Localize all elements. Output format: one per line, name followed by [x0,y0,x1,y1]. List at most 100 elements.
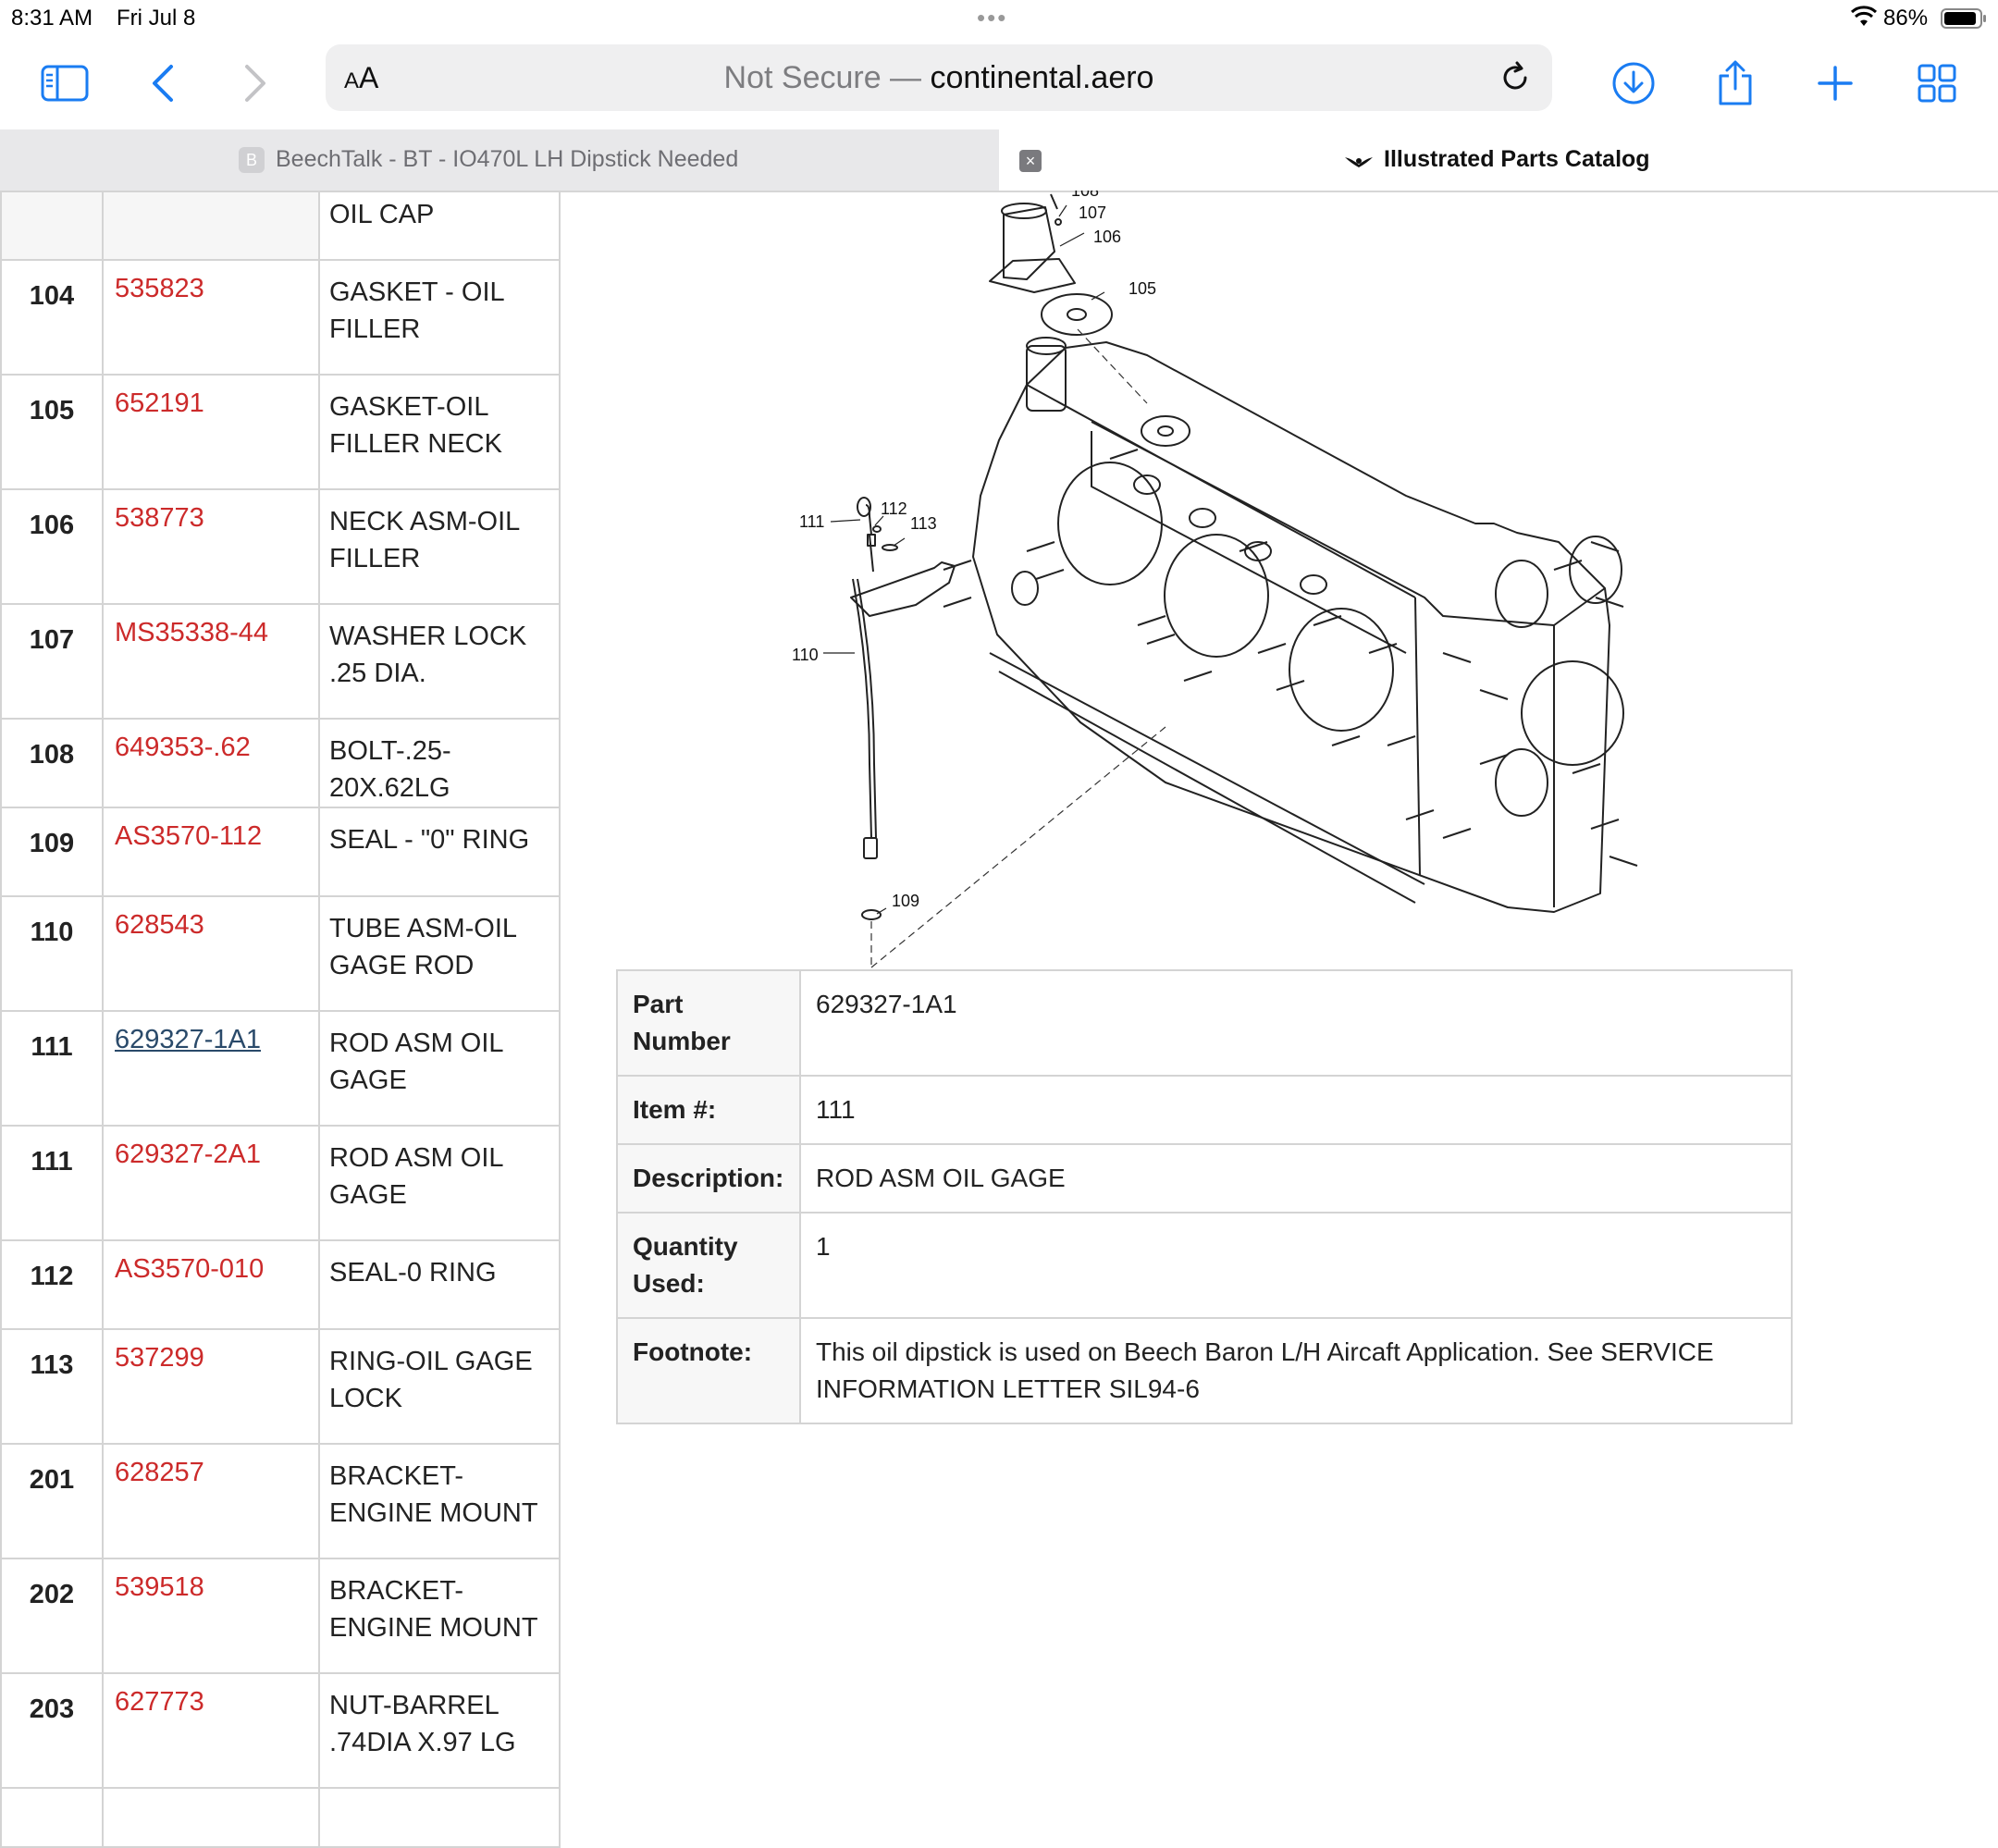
bolt-part[interactable] [1050,193,1058,210]
table-row: Quantity Used: 1 [616,1212,1793,1319]
part-number-link[interactable]: 627773 [115,1687,204,1717]
table-row: 110 628543 TUBE ASM-OIL GAGE ROD [0,895,561,1012]
part-detail-table: Part Number 629327-1A1 Item #: 111 Descr… [616,969,1793,1424]
tab-beechtalk[interactable]: B BeechTalk - BT - IO470L LH Dipstick Ne… [0,129,999,191]
item-number: 203 [0,1672,104,1789]
cylinder-bore [1289,608,1394,732]
tab-illustrated-parts-catalog[interactable]: × Illustrated Parts Catalog [999,129,1998,191]
download-icon[interactable] [1606,55,1661,111]
part-description: NUT-BARREL .74DIA X.97 LG [318,1672,561,1789]
part-number-link-selected[interactable]: 629327-1A1 [115,1025,262,1054]
part-number-link[interactable]: 652191 [115,388,204,418]
description-label: Description: [616,1143,801,1214]
part-number-link[interactable]: 538773 [115,503,204,533]
part-description: ROD ASM OIL GAGE [318,1010,561,1127]
part-number-link[interactable]: MS35338-44 [115,618,269,647]
tab-overview-icon[interactable] [1909,55,1965,111]
reader-text-size-button[interactable]: AA [344,61,379,94]
part-number-value: 629327-1A1 [799,969,1793,1077]
part-description: TUBE ASM-OIL GAGE ROD [318,895,561,1012]
item-number: 109 [0,807,104,897]
tube-bracket [850,561,956,617]
part-number-link[interactable]: 649353-.62 [115,733,251,762]
url-domain: continental.aero [930,60,1154,95]
callout-label: 113 [910,514,937,533]
oil-gage-tube-part[interactable] [852,578,872,839]
tab-title: Illustrated Parts Catalog [1384,146,1650,172]
part-number [102,191,320,261]
callout-label: 108 [1071,191,1099,200]
part-description: ROD ASM OIL GAGE [318,1125,561,1241]
item-number: 106 [0,488,104,605]
seal-o-ring-part[interactable] [872,525,882,533]
part-number-label: Part Number [616,969,801,1077]
new-tab-icon[interactable] [1807,55,1863,111]
multitasking-dots-icon[interactable]: ••• [977,4,1008,31]
status-date: Fri Jul 8 [117,6,196,31]
part-number-link[interactable]: AS3570-112 [115,821,263,851]
cylinder-bore [1495,560,1548,628]
cylinder-bore [1495,748,1548,817]
close-tab-icon[interactable]: × [1019,150,1042,172]
table-row: 203 627773 NUT-BARREL .74DIA X.97 LG [0,1672,561,1789]
table-row [0,1787,561,1848]
battery-icon [1941,8,1986,29]
exploded-parts-diagram[interactable]: 108 107 106 105 111 112 113 110 109 [592,191,1758,977]
back-icon[interactable] [135,55,191,111]
reload-icon[interactable] [1497,59,1534,96]
forward-icon[interactable] [228,55,283,111]
item-number [0,191,104,261]
status-time: 8:31 AM [11,6,93,31]
part-number-link[interactable]: 628257 [115,1458,204,1487]
item-number: 105 [0,374,104,490]
item-number: 104 [0,259,104,376]
oil-filler-gasket-hole [1067,308,1087,321]
part-number-link[interactable]: 535823 [115,274,204,303]
callout-label: 109 [892,892,919,910]
sidebar-icon[interactable] [37,55,92,111]
part-description: BRACKET-ENGINE MOUNT [318,1558,561,1674]
oil-gage-rod-part[interactable] [865,504,872,536]
lock-washer-part[interactable] [1054,218,1062,226]
oil-filler-neck-flange [989,258,1076,293]
part-description: GASKET-OIL FILLER NECK [318,374,561,490]
wifi-icon [1850,6,1878,26]
footnote-value: This oil dipstick is used on Beech Baron… [799,1317,1793,1424]
part-description: BRACKET-ENGINE MOUNT [318,1443,561,1559]
item-number: 110 [0,895,104,1012]
o-ring-seal-part[interactable] [861,909,882,920]
part-description: RING-OIL GAGE LOCK [318,1328,561,1445]
quantity-value: 1 [799,1212,1793,1319]
part-number-link[interactable]: AS3570-010 [115,1254,265,1284]
share-icon[interactable] [1708,55,1763,111]
status-bar: 8:31 AM Fri Jul 8 ••• 86% [0,0,1998,39]
table-row: OIL CAP [0,191,561,261]
oil-filler-gasket-part[interactable] [1041,293,1113,336]
crankcase-assembly [943,337,1638,913]
part-number-link[interactable]: 539518 [115,1572,204,1602]
callout-label: 110 [792,646,819,664]
part-number-link[interactable]: 629327-2A1 [115,1140,262,1169]
part-description: WASHER LOCK .25 DIA. [318,603,561,720]
cylinder-bore [1521,660,1624,766]
url-display[interactable]: Not Secure — continental.aero [326,60,1552,96]
oil-filler-neck-part[interactable] [1003,206,1055,280]
oil-gage-lock-ring-part[interactable] [882,544,898,551]
part-number-link[interactable]: 537299 [115,1343,204,1373]
footnote-label: Footnote: [616,1317,801,1424]
part-description: BOLT-.25-20X.62LG [318,718,561,808]
callout-label: 107 [1079,203,1106,222]
part-number-link[interactable]: 628543 [115,910,204,940]
table-row: 105 652191 GASKET-OIL FILLER NECK [0,374,561,490]
not-secure-label: Not Secure — [723,60,931,95]
address-bar[interactable]: AA Not Secure — continental.aero [326,44,1552,111]
